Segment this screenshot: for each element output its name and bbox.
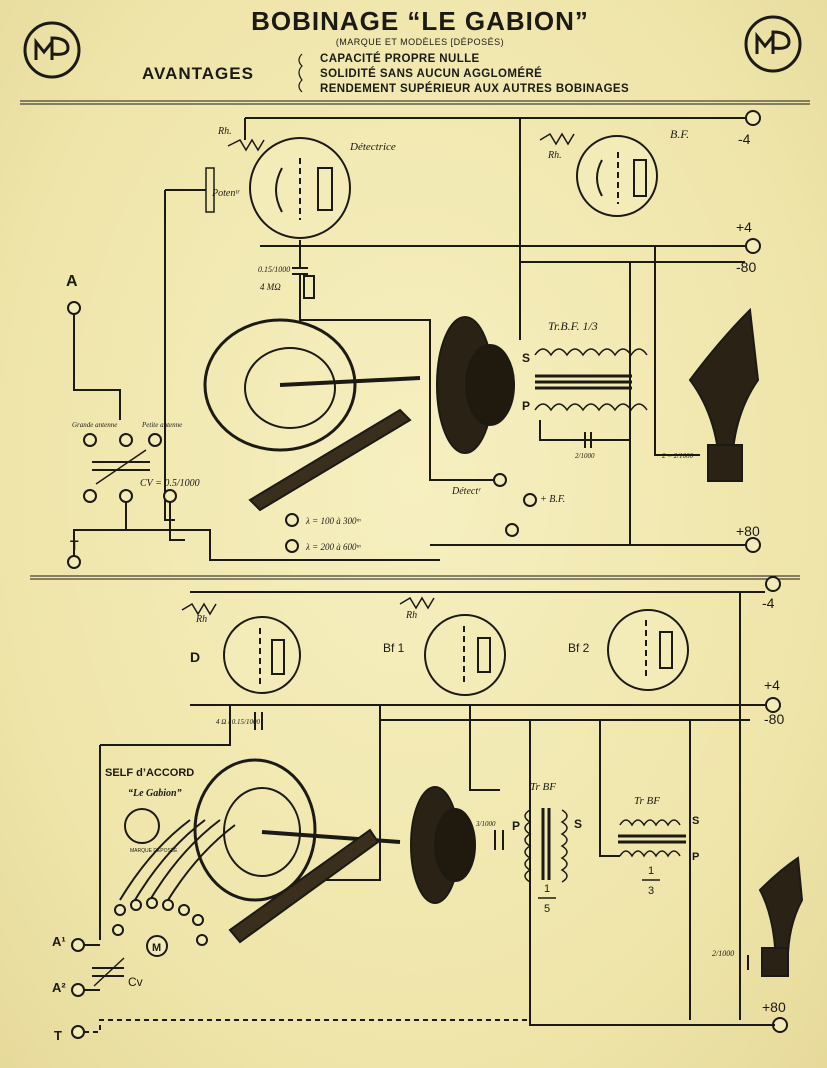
d1-rh2-label: Rh. [547,150,562,161]
d2-s1-label: S [574,817,582,831]
d2-minus4-label: -4 [762,595,775,611]
d2-minus80-label: -80 [764,711,784,727]
d2-trbf2-label: Tr BF [634,795,660,807]
advantages-label: AVANTAGES [142,64,254,83]
d2-d-label: D [190,649,200,665]
d1-terminal-a: A [66,273,78,290]
d1-detect-label: Détectʳ [451,486,481,497]
d2-cv-label: Cv [128,975,143,989]
d1-bf-label: B.F. [670,127,689,141]
d2-ratio1-den: 5 [544,903,550,915]
d2-plus4-label: +4 [764,677,780,693]
d2-a1-label: A¹ [52,934,66,949]
d1-poten-label: Potenᵗʳ [211,188,240,199]
d1-cv-label: CV = 0.5/1000 [140,478,200,489]
logo-left-icon [22,20,82,80]
page-subtitle: (MARQUE ET MODÈLES [DÉPOSÉS) [335,37,505,47]
d2-cap-label: 3/1000 [475,820,496,828]
d2-le-gabion-label: “Le Gabion” [128,788,182,799]
d1-plus-bf-label: + B.F. [540,494,565,505]
d2-trbf1-label: Tr BF [530,781,556,793]
d2-rh-b-label: Rh [405,610,417,621]
d1-lambda2-label: λ = 200 à 600ᵐ [305,542,361,552]
d1-terminal-t: T [70,537,79,553]
d1-s-label: S [522,351,530,365]
d1-petite-antenne: Petite antenne [141,421,182,429]
advantage-item: SOLIDITÉ SANS AUCUN AGGLOMÉRÉ [320,68,543,80]
d1-cap-value: 0.15/1000 [258,265,290,274]
d1-res-value: 4 MΩ [260,282,281,292]
d2-self-accord-label: SELF d’ACCORD [105,767,194,779]
d2-ratio2-den: 3 [648,885,654,897]
advantage-item: CAPACITÉ PROPRE NULLE [320,53,480,65]
d2-cap-res-label: 4 Ω / 0.15/1000 [216,718,260,726]
d2-s2-label: S [692,815,699,827]
d2-marque-label: MARQUE DÉPOSÉE [130,847,178,854]
advantage-item: RENDEMENT SUPÉRIEUR AUX AUTRES BOBINAGES [320,83,630,95]
d1-grande-antenne: Grande antenne [72,421,117,429]
advantages-list: CAPACITÉ PROPRE NULLE SOLIDITÉ SANS AUCU… [320,52,629,97]
page-title: BOBINAGE “LE GABION” [251,6,589,36]
d2-plus80-label: +80 [762,999,786,1015]
d1-p-label: P [522,399,530,413]
d2-bf2-label: Bf 2 [568,641,590,655]
d2-rh-a-label: Rh [195,614,207,625]
d1-lambda1-label: λ = 100 à 300ᵐ [305,516,361,526]
d2-ratio2-num: 1 [648,865,654,877]
d2-ratio1-num: 1 [544,883,550,895]
d1-rh-label: Rh. [217,126,232,137]
d1-plus80-label: +80 [736,523,760,539]
d1-detectrice-label: Détectrice [349,141,396,153]
d2-cap-hp-label: 2/1000 [712,949,734,958]
d2-t-label: T [54,1028,62,1043]
d1-minus80-label: -80 [736,259,756,275]
d1-cap3-label: 2 = 2/1000 [662,452,694,460]
d2-p1-label: P [512,819,520,833]
d1-trbf-label: Tr.B.F. 1/3 [548,319,598,333]
d2-a2-label: A² [52,980,66,995]
d1-plus4-label: +4 [736,219,752,235]
d2-bf1-label: Bf 1 [383,641,405,655]
d1-cap2-label: 2/1000 [575,452,595,460]
d2-p2-label: P [692,851,699,863]
d2-m-label: M [152,942,161,954]
d1-minus4-label: -4 [738,131,751,147]
logo-right-icon [743,14,803,74]
